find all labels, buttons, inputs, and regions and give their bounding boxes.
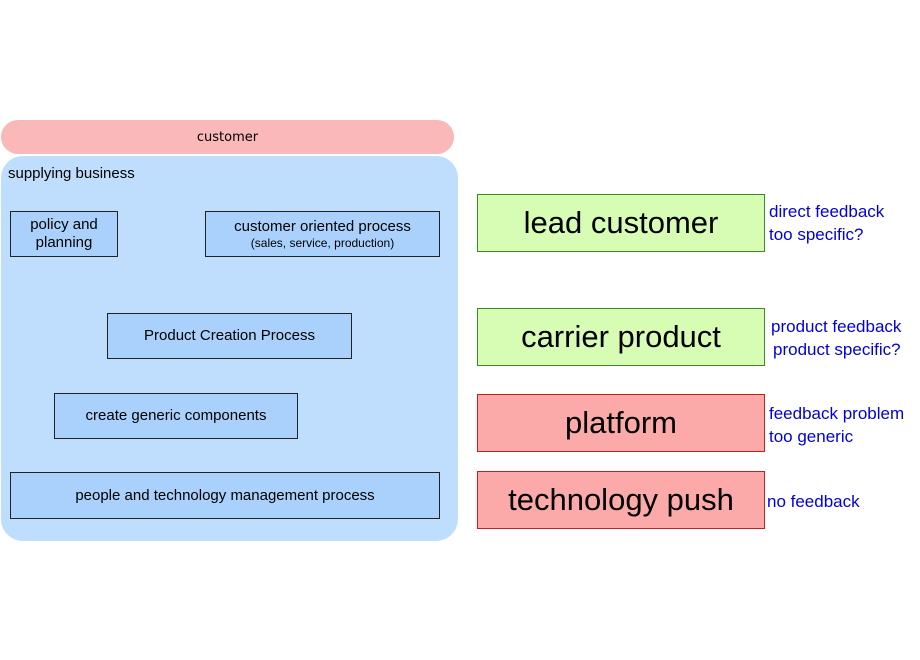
carrier-product-box: carrier product xyxy=(477,308,765,366)
carrier-product-note-line2: product specific? xyxy=(773,340,901,359)
platform-note-line1: feedback problem xyxy=(769,404,905,423)
lead-customer-label: lead customer xyxy=(523,205,719,240)
platform-label: platform xyxy=(565,405,677,440)
people-technology-management-box: people and technology management process xyxy=(10,472,440,519)
carrier-product-note-line1: product feedback xyxy=(771,317,902,336)
lead-customer-box: lead customer xyxy=(477,194,765,252)
carrier-product-note: product feedback product specific? xyxy=(771,315,901,361)
customer-label: customer xyxy=(196,129,259,145)
lead-customer-note: direct feedback too specific? xyxy=(769,200,884,246)
customer-bar: customer xyxy=(1,120,454,154)
customer-oriented-process-subtext: (sales, service, production) xyxy=(250,235,395,250)
platform-note-line2: too generic xyxy=(769,427,854,446)
platform-note: feedback problem too generic xyxy=(769,402,904,448)
supplying-business-label: supplying business xyxy=(8,165,135,182)
create-generic-components-box: create generic components xyxy=(54,393,298,439)
technology-push-box: technology push xyxy=(477,471,765,529)
carrier-product-label: carrier product xyxy=(521,319,721,354)
policy-planning-box: policy and planning xyxy=(10,211,118,257)
customer-oriented-process-box: customer oriented process (sales, servic… xyxy=(205,211,440,257)
technology-push-note-line1: no feedback xyxy=(767,492,860,511)
people-technology-management-text: people and technology management process xyxy=(75,486,375,504)
product-creation-process-box: Product Creation Process xyxy=(107,313,352,359)
policy-planning-text: policy and planning xyxy=(30,216,98,251)
platform-box: platform xyxy=(477,394,765,452)
lead-customer-note-line1: direct feedback xyxy=(769,202,885,221)
technology-push-label: technology push xyxy=(508,482,734,517)
product-creation-process-text: Product Creation Process xyxy=(144,327,315,344)
lead-customer-note-line2: too specific? xyxy=(769,225,864,244)
technology-push-note: no feedback xyxy=(767,490,860,513)
create-generic-components-text: create generic components xyxy=(85,407,267,424)
customer-oriented-process-text: customer oriented process xyxy=(234,217,411,235)
